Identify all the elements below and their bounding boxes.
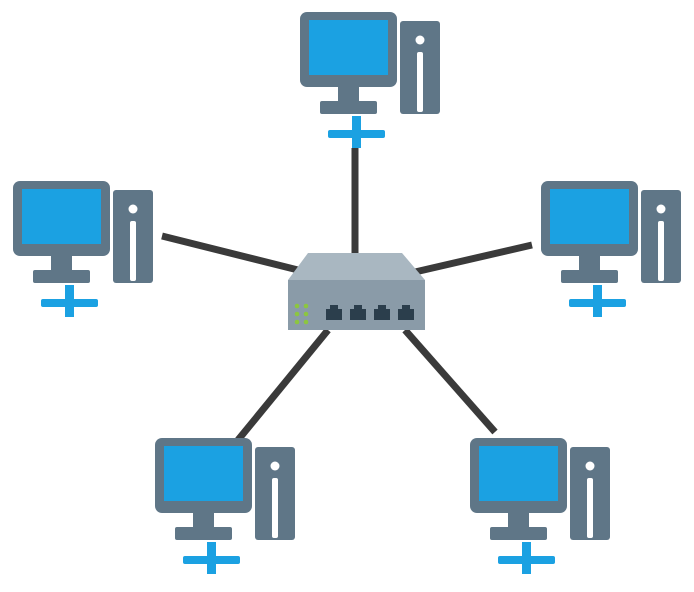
indicator-light: [303, 311, 309, 317]
desktop-computer-icon: [155, 438, 295, 574]
computer-left: [13, 181, 153, 317]
cable-right: [414, 241, 533, 276]
switch-indicator-lights: [294, 303, 309, 325]
switch-port: [374, 305, 390, 320]
network-switch-icon: [288, 253, 425, 330]
cable-bottom-left: [235, 327, 331, 443]
desktop-computer-icon: [541, 181, 681, 317]
indicator-light: [294, 303, 300, 309]
switch-ports: [326, 305, 414, 320]
desktop-computer-icon: [300, 12, 440, 148]
indicator-light: [294, 319, 300, 325]
indicator-light: [294, 311, 300, 317]
cable-left: [161, 232, 299, 274]
indicator-light: [303, 319, 309, 325]
indicator-light: [303, 303, 309, 309]
computer-top: [300, 12, 440, 148]
cables: [161, 148, 533, 443]
switch-port: [326, 305, 342, 320]
computer-bottom-right: [470, 438, 610, 574]
desktop-computer-icon: [470, 438, 610, 574]
computer-bottom-left: [155, 438, 295, 574]
switch-port: [398, 305, 414, 320]
desktop-computer-icon: [13, 181, 153, 317]
cable-bottom-right: [402, 327, 498, 435]
computer-right: [541, 181, 681, 317]
switch-port: [350, 305, 366, 320]
